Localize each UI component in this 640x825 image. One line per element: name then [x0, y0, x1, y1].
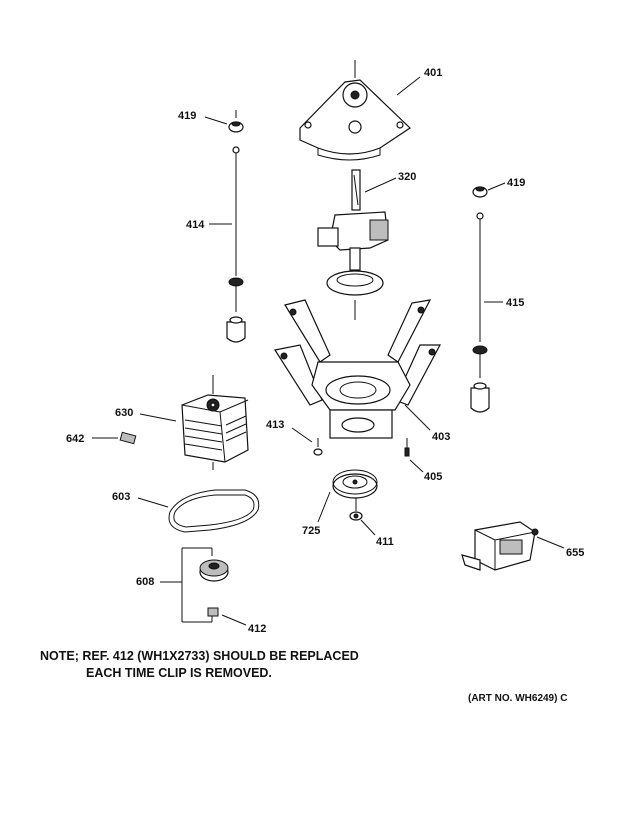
callout-413: 413 [266, 419, 284, 431]
part-413-nut [313, 438, 323, 456]
leader-725 [317, 491, 331, 523]
callout-419a: 419 [178, 110, 196, 122]
part-419-cap-right [472, 186, 488, 198]
leader-413 [291, 427, 313, 443]
part-412-clip [207, 607, 219, 622]
leader-412 [221, 614, 247, 626]
leader-630 [139, 413, 177, 422]
leader-419b [487, 182, 506, 191]
leader-405 [409, 459, 424, 473]
callout-642: 642 [66, 433, 84, 445]
part-419-cap-left [228, 110, 244, 133]
part-603-belt [168, 489, 260, 533]
callout-403: 403 [432, 431, 450, 443]
callout-630: 630 [115, 407, 133, 419]
part-403-mount-bracket [274, 299, 441, 439]
callout-320: 320 [398, 171, 416, 183]
callout-412: 412 [248, 623, 266, 635]
callout-411: 411 [376, 536, 394, 548]
callout-415: 415 [506, 297, 524, 309]
note-line-1: NOTE; REF. 412 (WH1X2733) SHOULD BE REPL… [40, 649, 359, 663]
callout-608: 608 [136, 576, 154, 588]
part-320-transmission [317, 169, 389, 320]
art-number: (ART NO. WH6249) C [468, 693, 568, 704]
callout-603: 603 [112, 491, 130, 503]
leader-419a [204, 116, 228, 125]
callout-401: 401 [424, 67, 442, 79]
note-line-2: EACH TIME CLIP IS REMOVED. [86, 666, 272, 680]
callout-414: 414 [186, 219, 205, 231]
leader-411 [360, 519, 376, 536]
part-630-motor [181, 375, 249, 470]
part-411-nut [349, 498, 363, 521]
callout-725: 725 [302, 525, 320, 537]
leader-403 [404, 404, 431, 431]
leader-603 [137, 497, 169, 508]
part-642-connector [119, 431, 137, 445]
leader-401 [396, 76, 421, 96]
part-725-pulley [332, 469, 378, 499]
part-414-suspension-rod [226, 146, 246, 343]
callout-655: 655 [566, 547, 584, 559]
part-405-screw [404, 438, 410, 457]
part-415-suspension-rod [470, 212, 490, 413]
leader-320 [364, 177, 397, 193]
callout-419b: 419 [507, 177, 525, 189]
part-401-cover [299, 60, 411, 161]
part-655-pump [461, 521, 539, 571]
leader-655 [536, 536, 565, 549]
callout-405: 405 [424, 471, 442, 483]
part-608-pulley-assembly [181, 547, 229, 623]
